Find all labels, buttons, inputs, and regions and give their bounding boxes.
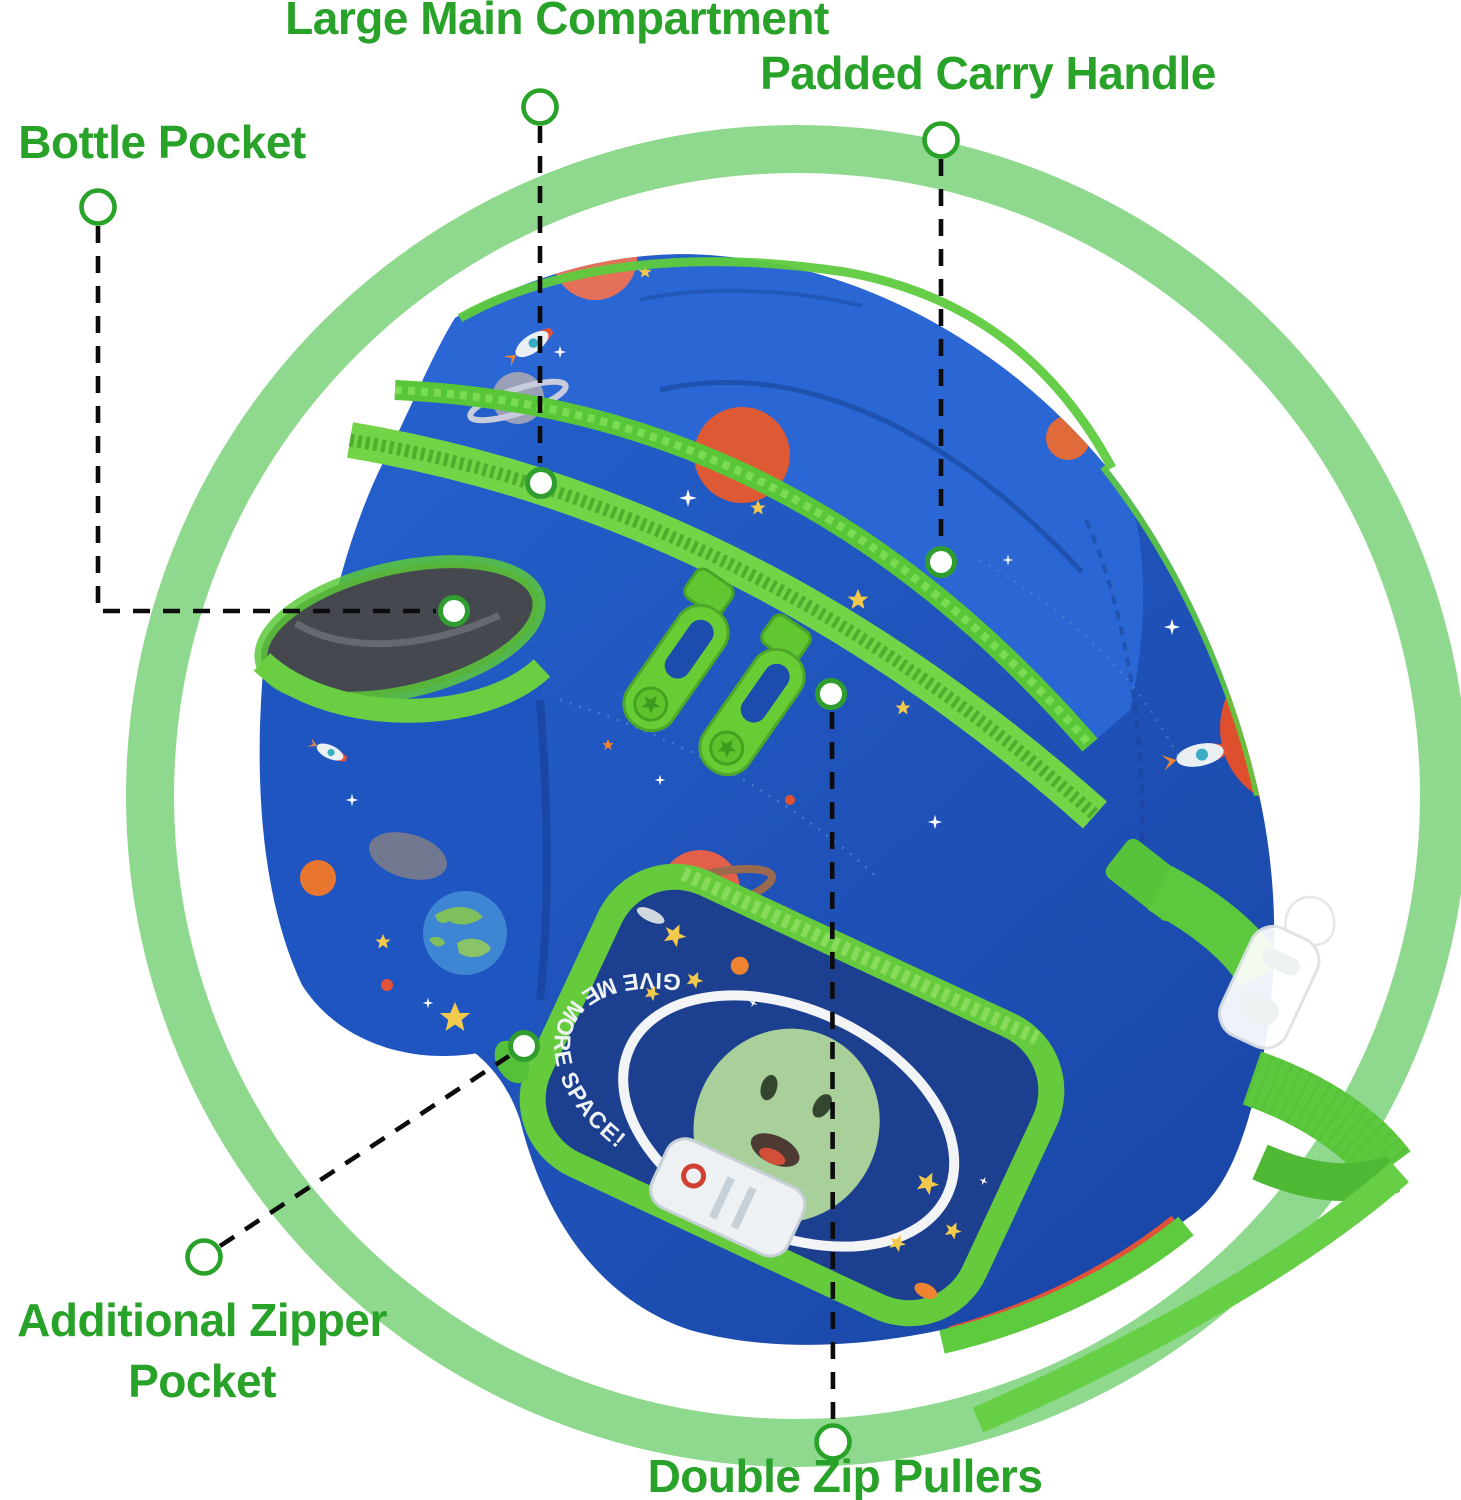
callout-label-additional-zipper-pocket: Additional Zipper Pocket [17,1290,387,1412]
zip-pullers-label-marker [814,1423,852,1461]
strap-buckle-icon [1218,895,1336,1050]
zipper-pocket-label-line1: Additional Zipper [17,1294,387,1346]
main-zipper [347,422,1107,829]
bottle-pocket-connector [95,226,436,614]
lid-panel [395,259,1144,745]
zipper-pocket-target-dot [508,1030,540,1062]
callout-target-dots [438,467,957,1062]
main-compartment-target-dot [525,467,557,499]
carry-handle-target-dot [925,546,957,578]
pocket-zipper-teeth [680,867,1040,1045]
callout-label-padded-carry-handle: Padded Carry Handle [760,47,1216,99]
callout-label-large-main-compartment: Large Main Compartment [285,0,829,44]
callout-label-double-zip-pullers: Double Zip Pullers [647,1450,1043,1500]
callout-label-markers [79,88,960,1461]
carry-handle-label-marker [922,121,960,159]
top-edge-trim [457,257,1116,471]
ufo-icon [636,907,665,924]
pocket-rim-trim [253,652,551,723]
zip-pullers [622,567,812,777]
main-compartment-label-marker [521,88,559,126]
zipper-pocket-label-line2: Pocket [128,1355,276,1407]
bottle-pocket-label-marker [79,188,117,226]
bottom-trim [939,1215,1194,1354]
earth-icon [423,891,507,975]
shoulder-strap [972,838,1411,1433]
accent-ring [126,125,1461,1467]
lid-trim-band [394,380,1098,752]
bottle-pocket-target-dot [438,595,470,627]
zip-pullers-target-dot [815,678,847,710]
zipper-pocket-label-marker [185,1238,223,1276]
callout-label-bottle-pocket: Bottle Pocket [18,116,306,168]
bottle-pocket-print [300,699,551,1031]
bottle-pocket [253,555,551,1057]
callout-connectors [95,126,944,1422]
zip-puller-icon [698,647,806,777]
zip-puller-icon [622,603,730,733]
